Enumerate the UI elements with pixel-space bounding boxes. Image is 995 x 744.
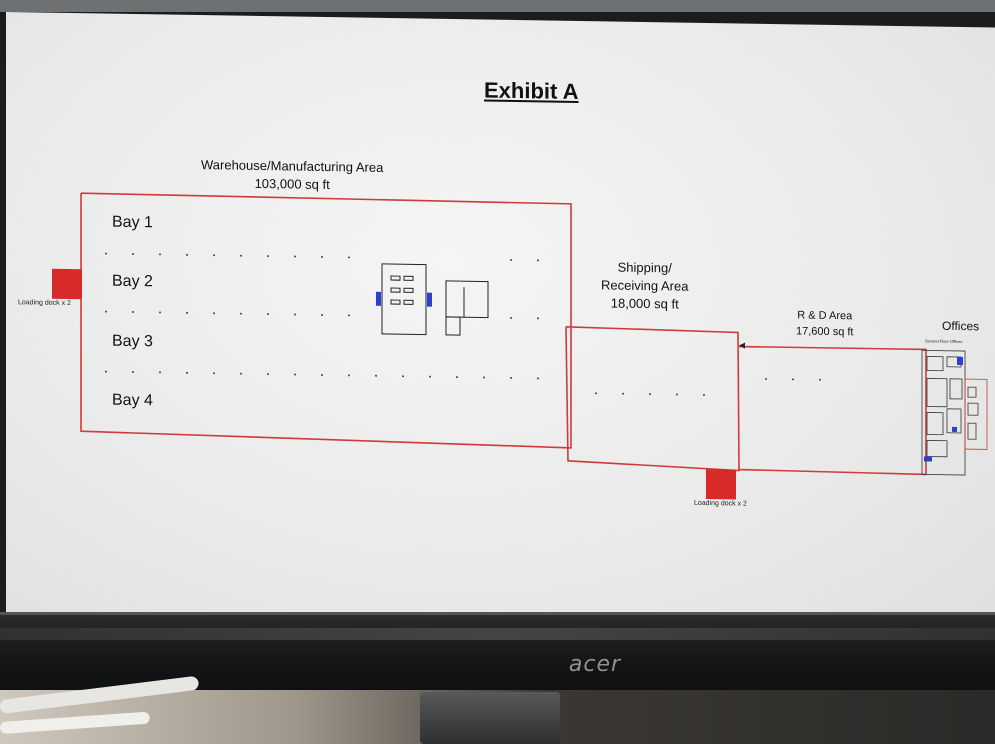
column-dot [321, 313, 323, 316]
shipping-size: 18,000 sq ft [610, 295, 679, 312]
shipping-line1: Shipping/ [617, 259, 672, 276]
column-dot [321, 255, 323, 258]
loading-dock-south-label: Loading dock x 2 [694, 499, 747, 508]
column-dot [510, 316, 512, 319]
column-dot [703, 393, 705, 396]
loading-dock-south [706, 468, 736, 500]
column-dot [267, 373, 269, 376]
floor-plan [52, 192, 988, 500]
diagram-screen: Exhibit A Warehouse/Manufacturing Area 1… [6, 12, 995, 632]
column-dot [132, 310, 134, 313]
column-dot [649, 393, 651, 396]
rd-name: R & D Area [797, 309, 853, 323]
column-dot [105, 252, 107, 255]
column-grid [105, 252, 821, 396]
column-dot [267, 255, 269, 258]
column-dot [348, 314, 350, 317]
column-dot [676, 393, 678, 396]
warehouse-outline [80, 192, 572, 449]
loading-dock-west [52, 268, 82, 300]
column-dot [267, 313, 269, 316]
column-dot [510, 258, 512, 261]
column-dot [483, 376, 485, 379]
warehouse-name: Warehouse/Manufacturing Area [201, 157, 384, 175]
column-dot [375, 374, 377, 377]
rd-arrow [739, 342, 745, 349]
column-dot [213, 254, 215, 257]
column-dot [105, 370, 107, 373]
offices-label: Offices [942, 318, 980, 334]
bezel-sheen [0, 628, 995, 640]
shipping-line2: Receiving Area [601, 277, 689, 294]
warehouse-size: 103,000 sq ft [254, 175, 330, 193]
column-dot [510, 376, 512, 379]
window-top-edge [0, 0, 995, 12]
column-dot [240, 312, 242, 315]
column-dot [402, 375, 404, 378]
bay-4-label: Bay 4 [112, 391, 153, 410]
column-dot [537, 259, 539, 262]
second-floor-label: Second Floor Offices [925, 338, 963, 345]
column-dot [595, 392, 597, 395]
shipping-label: Shipping/ Receiving Area 18,000 sq ft [601, 258, 688, 313]
rd-size: 17,600 sq ft [796, 325, 854, 339]
shipping-outline [565, 325, 740, 472]
column-dot [213, 312, 215, 315]
column-dot [105, 310, 107, 313]
page-title: Exhibit A [484, 77, 579, 104]
column-dot [186, 371, 188, 374]
bay-1-label: Bay 1 [112, 213, 153, 232]
column-dot [765, 377, 767, 380]
column-dot [240, 372, 242, 375]
column-dot [159, 253, 161, 256]
interior-office-block [376, 263, 489, 336]
column-dot [294, 313, 296, 316]
column-dot [348, 374, 350, 377]
column-dot [186, 311, 188, 314]
column-dot [294, 373, 296, 376]
rd-outline [738, 345, 927, 476]
rd-label: R & D Area 17,600 sq ft [796, 307, 854, 340]
column-dot [429, 375, 431, 378]
column-dot [456, 376, 458, 379]
column-dot [294, 255, 296, 258]
column-dot [186, 253, 188, 256]
column-dot [132, 252, 134, 255]
office-block [921, 349, 988, 476]
column-dot [240, 254, 242, 257]
column-dot [132, 370, 134, 373]
brand-logo: acer [568, 652, 622, 677]
loading-dock-west-label: Loading dock x 2 [18, 299, 71, 308]
column-dot [321, 373, 323, 376]
bay-2-label: Bay 2 [112, 272, 153, 291]
column-dot [348, 256, 350, 259]
column-dot [537, 317, 539, 320]
column-dot [792, 378, 794, 381]
monitor-stand [420, 692, 560, 744]
monitor-bezel [0, 612, 995, 695]
bay-3-label: Bay 3 [112, 332, 153, 351]
column-dot [622, 392, 624, 395]
column-dot [537, 377, 539, 380]
column-dot [819, 378, 821, 381]
column-dot [159, 371, 161, 374]
column-dot [213, 372, 215, 375]
warehouse-label: Warehouse/Manufacturing Area 103,000 sq … [201, 156, 383, 195]
column-dot [159, 311, 161, 314]
